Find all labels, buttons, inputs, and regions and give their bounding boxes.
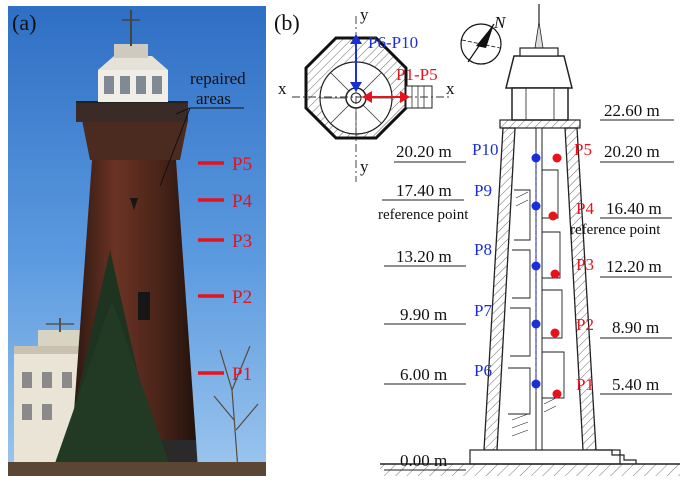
panel-a-label: (a) [12,10,36,35]
repaired-areas-label-1: repaired [190,69,246,88]
point-p8 [531,261,541,271]
point-p6 [531,379,541,389]
photo-marker-p4: P4 [232,191,253,212]
point-p7 [531,319,541,329]
photo-markers: P5 P4 P3 P2 P1 [198,154,253,385]
point-p1 [552,389,562,399]
left-level-5-point: P6 [474,361,492,380]
point-p2 [550,328,560,338]
right-level-4-point: P3 [576,255,594,274]
right-level-5-point: P2 [576,315,594,334]
plan-group-red: P1-P5 [396,65,438,84]
left-level-2-point: P9 [474,181,492,200]
photo-marker-p2: P2 [232,287,252,308]
left-level-4-point: P7 [474,301,492,320]
repaired-areas-label-2: areas [196,89,231,108]
right-level-3-value: 16.40 m [606,199,662,218]
right-level-6-point: P1 [576,375,594,394]
right-level-1-value: 22.60 m [604,101,660,120]
right-level-4-value: 12.20 m [606,257,662,276]
left-level-1-value: 20.20 m [396,142,452,161]
left-level-5-value: 6.00 m [400,365,447,384]
photo-marker-p5: P5 [232,154,252,175]
panel-b-label: (b) [274,10,300,35]
photo-marker-p3: P3 [232,231,252,252]
photo-marker-p1: P1 [232,364,252,385]
plan-group-blue: P6-P10 [368,33,418,52]
right-level-2-value: 20.20 m [604,142,660,161]
left-level-1-point: P10 [472,140,498,159]
left-level-2-value: 17.40 m [396,181,452,200]
point-p9 [531,201,541,211]
plan-axis-y-top: y [360,5,369,24]
plan-axis-x-right: x [446,79,455,98]
north-arrow-icon [460,23,502,65]
plan-axis-x-left: x [278,79,287,98]
panel-a-photo [8,6,266,476]
north-label: N [493,13,507,32]
left-reference-point: reference point [378,207,469,223]
right-levels [600,119,674,395]
right-reference-point: reference point [570,222,661,238]
plan-axis-y-bottom: y [360,157,369,176]
measurement-points [531,153,562,399]
left-level-4-value: 9.90 m [400,305,447,324]
left-level-6-value: 0.00 m [400,451,447,470]
point-p4 [548,211,558,221]
right-level-6-value: 5.40 m [612,375,659,394]
point-p10 [531,153,541,163]
elevation-section [380,4,680,476]
right-level-2-point: P5 [574,140,592,159]
right-level-3-point: P4 [576,199,594,218]
left-level-3-value: 13.20 m [396,247,452,266]
left-levels [382,161,466,471]
left-level-3-point: P8 [474,240,492,259]
plan-view [292,16,452,182]
point-p3 [550,269,560,279]
right-level-5-value: 8.90 m [612,318,659,337]
point-p5 [552,153,562,163]
